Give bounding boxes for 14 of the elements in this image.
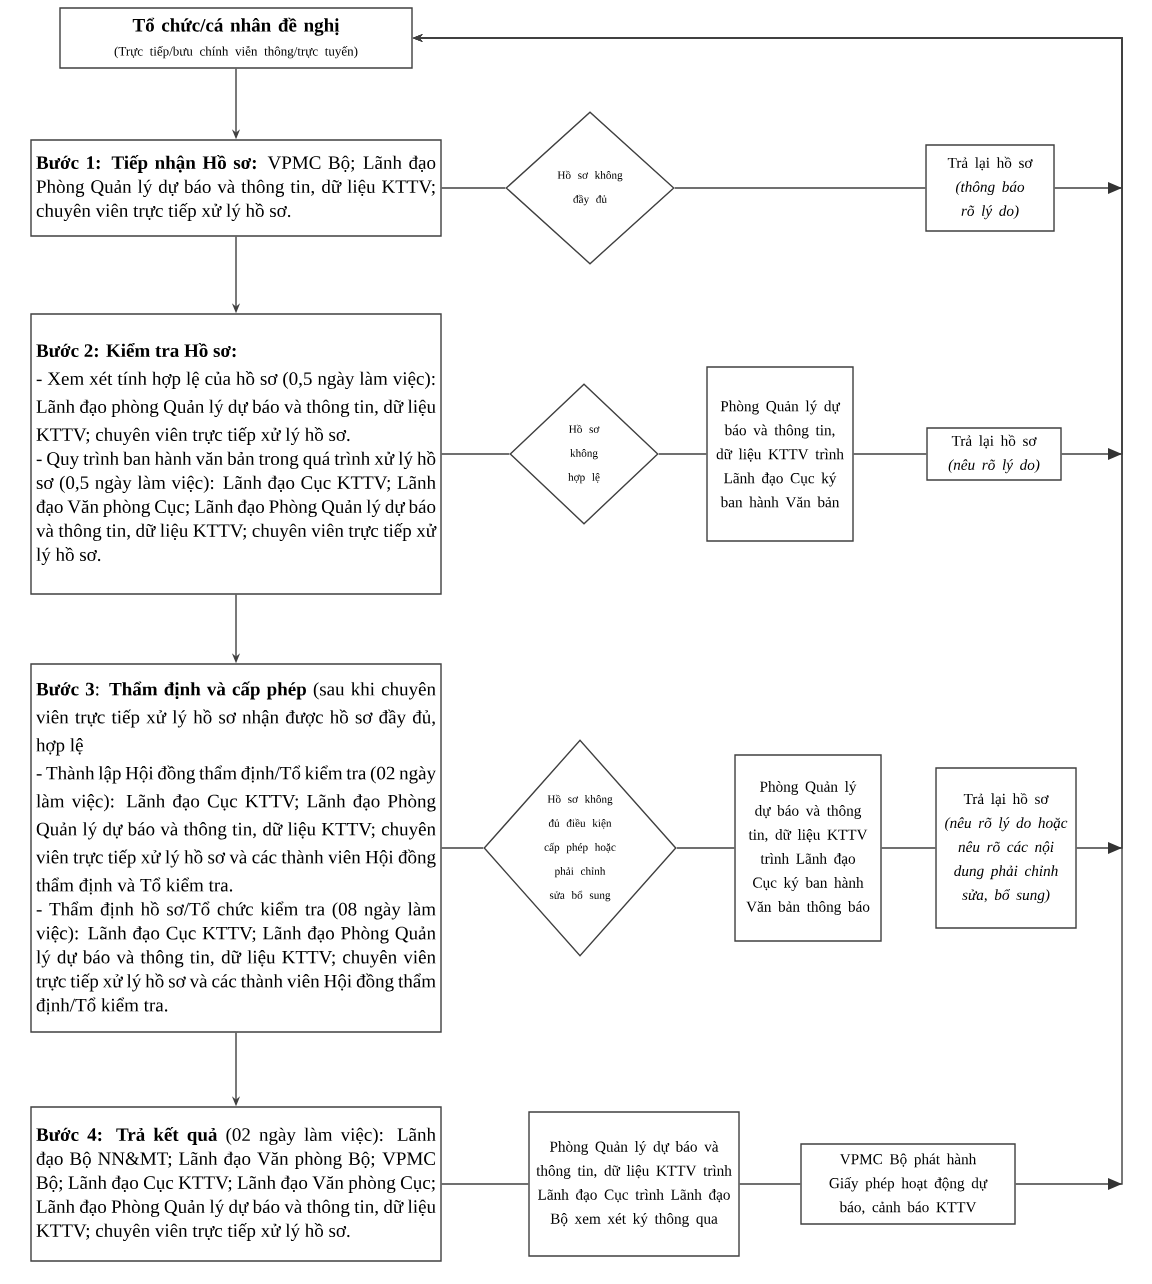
connector-line [853, 453, 927, 455]
connector-line [441, 1183, 529, 1185]
connector-line [674, 187, 926, 189]
connector-line [658, 453, 707, 455]
step-box: Bước 3: Thẩm định và cấp phép (sau khi chuyên viên trực tiếp xử lý hồ sơ nhận được hồ sơ đầy đủ, hợp lệ - Thành lập Hội đồng thẩm định/Tổ kiểm tra (02 ngày làm việc): Lãnh đạo Cục KTTV; Lãnh đạo Phòng Quản lý dự báo và thông tin, dữ liệu KTTV; chuyên viên trực tiếp xử lý hồ sơ và các thành viên Hội đồng thẩm định và Tổ kiểm tra. - Thẩm định hồ sơ/Tổ chức kiểm tra (08 ngày làm việc): Lãnh đạo Cục KTTV; Lãnh đạo Phòng Quản lý dự báo và thông tin, dữ liệu KTTV; chuyên viên trực tiếp xử lý hồ sơ và các thành viên Hội đồng thẩm định/Tổ kiểm tra. [30, 663, 442, 1033]
connector-line [881, 847, 936, 849]
connector-line [739, 1183, 801, 1185]
connector-line [441, 187, 506, 189]
connector-line [441, 453, 510, 455]
step-box: Bước 4: Trả kết quả (02 ngày làm việc): Lãnh đạo Bộ NN&MT; Lãnh đạo Văn phòng Bộ; VPMC Bộ; Lãnh đạo Cục KTTV; Lãnh đạo Văn phòng Cục; Lãnh đạo Phòng Quản lý dự báo và thông tin, dữ liệu KTTV; chuyên viên trực tiếp xử lý hồ sơ. [30, 1106, 442, 1262]
connector-line [441, 847, 484, 849]
step-box: Bước 2: Kiểm tra Hồ sơ: - Xem xét tính hợp lệ của hồ sơ (0,5 ngày làm việc): Lãnh đạo phòng Quản lý dự báo và thông tin, dữ liệu KTTV; chuyên viên trực tiếp xử lý hồ sơ. - Quy trình ban hành văn bản trong quá trình xử lý hồ sơ (0,5 ngày làm việc): Lãnh đạo Cục KTTV; Lãnh đạo Văn phòng Cục; Lãnh đạo Phòng Quản lý dự báo và thông tin, dữ liệu KTTV; chuyên viên trực tiếp xử lý hồ sơ. [30, 313, 442, 595]
step-box: Bước 1: Tiếp nhận Hồ sơ: VPMC Bộ; Lãnh đạo Phòng Quản lý dự báo và thông tin, dữ liệu KTTV; chuyên viên trực tiếp xử lý hồ sơ. [30, 139, 442, 237]
connector-line [676, 847, 735, 849]
